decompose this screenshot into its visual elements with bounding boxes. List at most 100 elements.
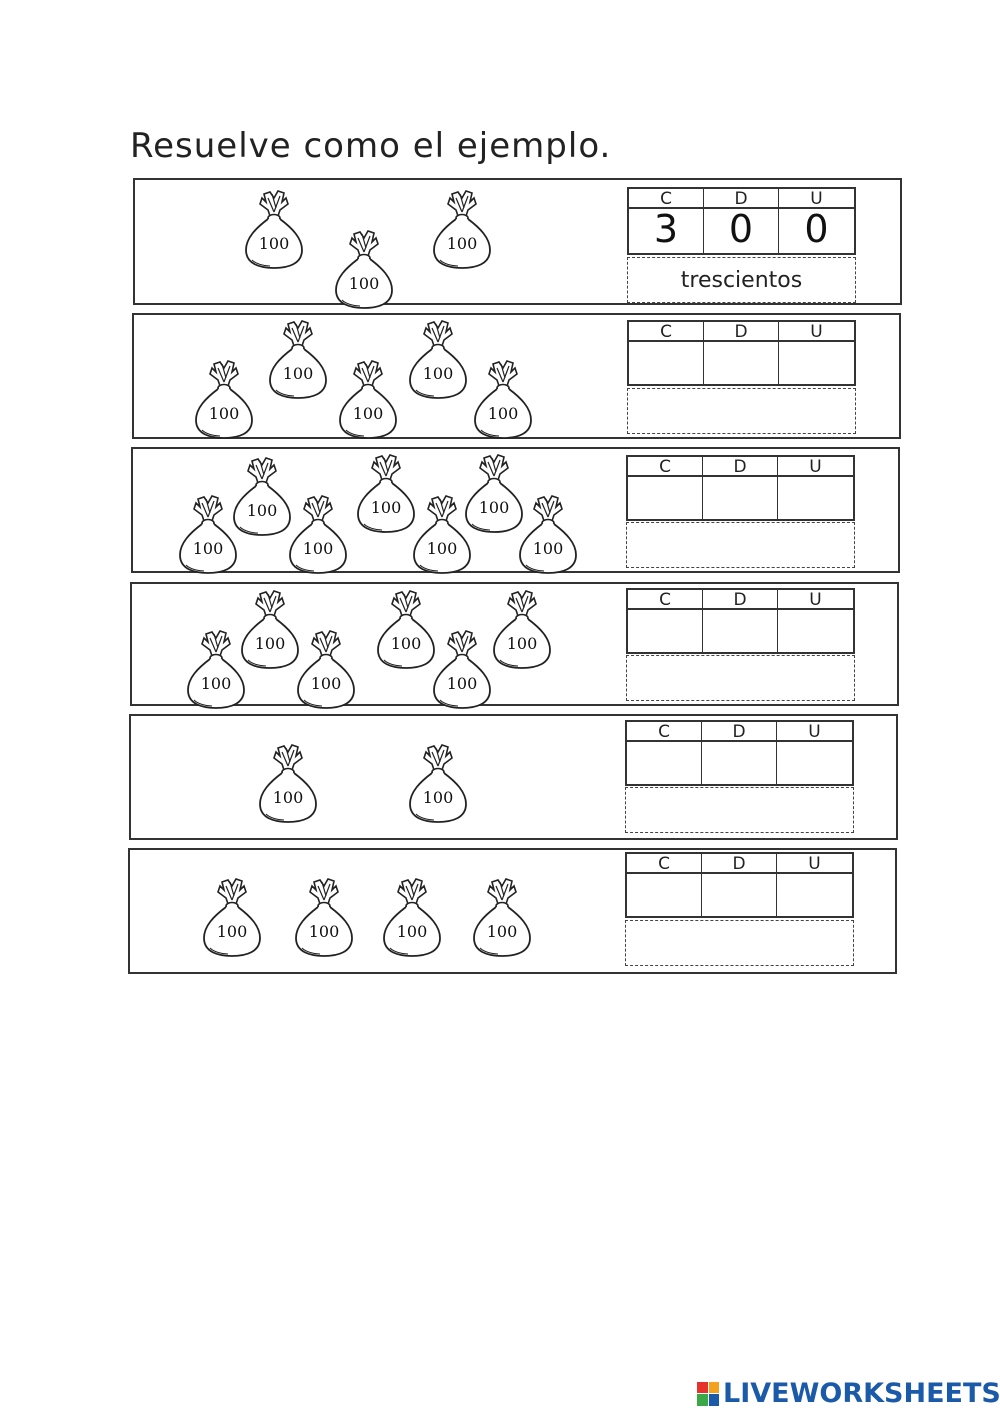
bag-value-label: 100	[422, 788, 454, 807]
money-bag-drawing	[187, 630, 245, 709]
tens-header: D	[703, 590, 778, 610]
bag-value-label: 100	[246, 501, 278, 520]
tens-header: D	[702, 854, 777, 874]
money-bag-icon: 100	[242, 188, 306, 272]
money-bag-icon: 100	[256, 742, 320, 826]
money-bag-icon: 100	[470, 876, 534, 960]
money-bag-icon: 100	[374, 588, 438, 672]
money-bag-drawing	[519, 495, 577, 574]
hundreds-input: 3	[629, 209, 704, 253]
units-input[interactable]	[779, 342, 854, 384]
units-header: U	[777, 854, 852, 874]
units-input[interactable]	[778, 477, 853, 519]
bag-value-label: 100	[478, 498, 510, 517]
bag-value-label: 100	[532, 539, 564, 558]
money-bag-icon: 100	[430, 188, 494, 272]
money-bag-drawing	[357, 454, 415, 533]
liveworksheets-icon	[697, 1381, 719, 1406]
money-bag-drawing	[241, 590, 299, 669]
bag-value-label: 100	[446, 234, 478, 253]
hundreds-header: C	[627, 722, 702, 742]
instruction-title: Resuelve como el ejemplo.	[130, 126, 612, 166]
money-bag-drawing	[339, 360, 397, 439]
money-bag-icon: 100	[336, 358, 400, 442]
number-in-words-input: trescientos	[627, 257, 856, 303]
bag-value-label: 100	[390, 634, 422, 653]
units-input[interactable]	[777, 742, 852, 784]
bag-value-label: 100	[370, 498, 402, 517]
units-input[interactable]	[778, 610, 853, 652]
tens-input[interactable]	[704, 342, 779, 384]
bag-value-label: 100	[486, 922, 518, 941]
bag-value-label: 100	[352, 404, 384, 423]
money-bag-drawing	[195, 360, 253, 439]
tens-input[interactable]	[702, 874, 777, 916]
money-bag-icon: 100	[294, 628, 358, 712]
money-bag-icon: 100	[266, 318, 330, 402]
money-bag-icon: 100	[406, 318, 470, 402]
money-bag-drawing	[233, 457, 291, 536]
number-in-words-input[interactable]	[626, 522, 855, 568]
hundreds-input[interactable]	[629, 342, 704, 384]
hundreds-header: C	[628, 590, 703, 610]
bag-value-label: 100	[192, 539, 224, 558]
tens-input[interactable]	[702, 742, 777, 784]
money-bag-drawing	[465, 454, 523, 533]
money-bag-icon: 100	[462, 452, 526, 536]
hundreds-input[interactable]	[627, 742, 702, 784]
money-bag-icon: 100	[192, 358, 256, 442]
money-bag-drawing	[335, 230, 393, 309]
money-bag-drawing	[295, 878, 353, 957]
units-header: U	[778, 457, 853, 477]
number-in-words-input[interactable]	[625, 787, 854, 833]
money-bag-icon: 100	[238, 588, 302, 672]
number-in-words-input[interactable]	[627, 388, 856, 434]
money-bag-drawing	[474, 360, 532, 439]
bag-value-label: 100	[396, 922, 428, 941]
bag-value-label: 100	[272, 788, 304, 807]
hundreds-input[interactable]	[628, 477, 703, 519]
money-bag-drawing	[297, 630, 355, 709]
money-bag-drawing	[433, 630, 491, 709]
bag-value-label: 100	[422, 364, 454, 383]
exercise-row	[129, 714, 898, 840]
money-bag-drawing	[245, 190, 303, 269]
money-bag-icon: 100	[230, 455, 294, 539]
bag-value-label: 100	[310, 674, 342, 693]
money-bag-drawing	[473, 878, 531, 957]
money-bag-drawing	[377, 590, 435, 669]
money-bag-icon: 100	[490, 588, 554, 672]
bag-value-label: 100	[282, 364, 314, 383]
money-bag-icon: 100	[410, 493, 474, 577]
bag-value-label: 100	[308, 922, 340, 941]
money-bag-drawing	[409, 320, 467, 399]
money-bag-drawing	[409, 744, 467, 823]
number-in-words-input[interactable]	[626, 655, 855, 701]
tens-input: 0	[704, 209, 779, 253]
tens-input[interactable]	[703, 477, 778, 519]
hundreds-header: C	[627, 854, 702, 874]
money-bag-icon: 100	[200, 876, 264, 960]
money-bag-icon: 100	[176, 493, 240, 577]
tens-input[interactable]	[703, 610, 778, 652]
tens-header: D	[702, 722, 777, 742]
units-input[interactable]	[777, 874, 852, 916]
money-bag-drawing	[269, 320, 327, 399]
money-bag-icon: 100	[286, 493, 350, 577]
bag-value-label: 100	[254, 634, 286, 653]
money-bag-drawing	[493, 590, 551, 669]
number-in-words-input[interactable]	[625, 920, 854, 966]
bag-value-label: 100	[216, 922, 248, 941]
bag-value-label: 100	[426, 539, 458, 558]
tens-header: D	[703, 457, 778, 477]
hundreds-input[interactable]	[628, 610, 703, 652]
hundreds-input[interactable]	[627, 874, 702, 916]
money-bag-icon: 100	[332, 228, 396, 312]
money-bag-drawing	[179, 495, 237, 574]
bag-value-label: 100	[200, 674, 232, 693]
